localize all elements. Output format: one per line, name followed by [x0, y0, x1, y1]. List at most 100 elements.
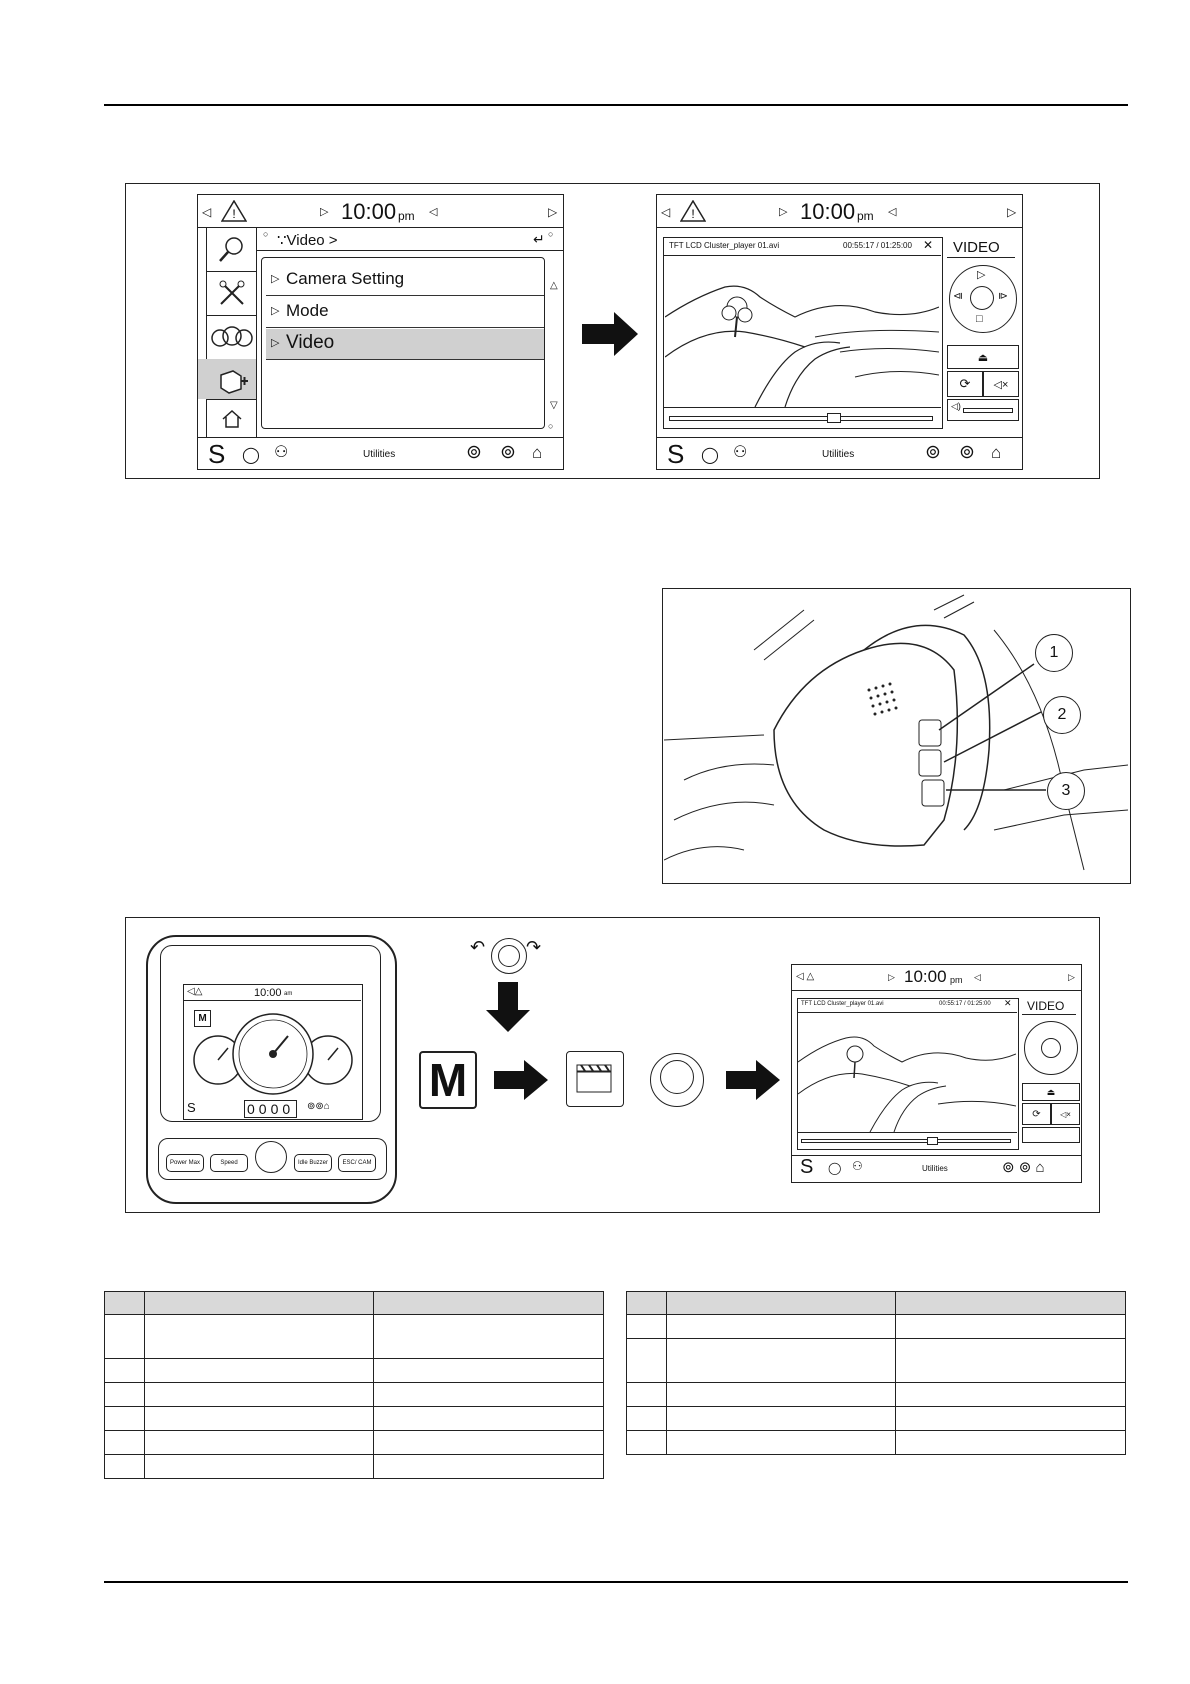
- divider: [183, 1000, 361, 1001]
- spec-table-right: [626, 1291, 1126, 1455]
- mute-button[interactable]: ◁×: [983, 371, 1019, 397]
- divider: [198, 437, 563, 438]
- tools-icon[interactable]: [207, 273, 256, 313]
- mini-s-indicator: S: [187, 1100, 196, 1115]
- clapperboard-icon: [576, 1062, 612, 1094]
- callout-1: 1: [1035, 634, 1073, 672]
- small-eject-button: ⏏: [1022, 1083, 1080, 1101]
- menu-item-mode[interactable]: ▷ Mode: [266, 297, 544, 328]
- home-icon[interactable]: [207, 401, 256, 437]
- gauges-icon[interactable]: [207, 317, 256, 357]
- volume-track: [963, 408, 1013, 413]
- footer-rule: [104, 1581, 1128, 1583]
- menu-item-label: Camera Setting: [286, 269, 405, 288]
- menu-item-video[interactable]: ▷ Video: [266, 329, 544, 360]
- scroll-up-icon[interactable]: △: [550, 280, 558, 291]
- warning-icon: !: [220, 199, 248, 223]
- playback-dial[interactable]: [949, 265, 1017, 333]
- small-video-screen: ◁ △ ▷ 10:00 pm ◁ ▷ TFT LCD Cluster_playe…: [791, 964, 1082, 1183]
- time-prev-icon[interactable]: ▷: [320, 206, 329, 218]
- small-panel-title: VIDEO: [1027, 999, 1065, 1013]
- idle-buzzer-button[interactable]: Idle Buzzer: [294, 1154, 332, 1172]
- small-time-prev-icon: ▷: [888, 972, 895, 982]
- volume-slider[interactable]: [947, 399, 1019, 421]
- cluster-bezel: [160, 945, 381, 1122]
- menu-item-camera-setting[interactable]: ▷ Camera Setting: [266, 265, 544, 296]
- scroll-down-icon[interactable]: ▽: [550, 400, 558, 411]
- small-video-frame: [797, 998, 1019, 1150]
- divider: [792, 990, 1081, 991]
- video-time: 00:55:17 / 01:25:00: [843, 241, 912, 250]
- table-row: [104, 1314, 604, 1359]
- seatbelt-icon: ⚇: [274, 444, 289, 461]
- clock-time: 10:00: [341, 199, 397, 224]
- eject-button[interactable]: ⏏: [947, 345, 1019, 369]
- speed-button[interactable]: Speed: [210, 1154, 248, 1172]
- time-next-icon[interactable]: ◁: [888, 206, 897, 218]
- divider: [256, 227, 257, 437]
- small-ampm: pm: [950, 975, 963, 985]
- time-next-icon[interactable]: ◁: [429, 206, 438, 218]
- small-dial: [1024, 1021, 1078, 1075]
- stop-icon[interactable]: □: [976, 313, 983, 325]
- left-arrow-icon[interactable]: ◁: [661, 205, 671, 219]
- video-clapper-key: [566, 1051, 624, 1107]
- mini-ampm: am: [284, 991, 293, 997]
- table-row: [104, 1382, 604, 1407]
- video-progress-handle[interactable]: [827, 413, 841, 423]
- small-video-scene: [798, 1036, 1016, 1132]
- left-arrow-icon[interactable]: ◁: [202, 205, 212, 219]
- corner-dot-icon: ○: [548, 229, 554, 239]
- utilities-icon[interactable]: [207, 359, 256, 399]
- m-key: M: [419, 1051, 477, 1109]
- arrow-icon: ▷: [271, 337, 280, 349]
- next-step-arrow-icon: [582, 312, 638, 356]
- s-indicator: S: [667, 439, 685, 469]
- cluster-button-panel: [158, 1138, 387, 1180]
- table-row: [626, 1406, 1126, 1431]
- arrow-icon: ▷: [271, 305, 280, 317]
- divider: [256, 250, 563, 251]
- table-row: [104, 1430, 604, 1455]
- esc-cam-button[interactable]: ESC/ CAM: [338, 1154, 376, 1172]
- header-rule: [104, 104, 1128, 106]
- volume-icon: ◁): [951, 401, 961, 411]
- divider: [206, 227, 207, 437]
- corner-dot-icon: ○: [548, 421, 554, 431]
- mini-odometer: 0000: [244, 1100, 298, 1118]
- divider: [797, 1012, 1017, 1013]
- small-warning-icon: ◁ △: [796, 971, 815, 982]
- jog-dial[interactable]: [255, 1141, 287, 1173]
- svg-text:!: !: [691, 207, 694, 221]
- instrument-cluster: [146, 935, 397, 1204]
- rotate-left-icon: ↶: [470, 937, 486, 957]
- divider: [198, 227, 563, 228]
- callout-2: 2: [1043, 696, 1081, 734]
- search-icon[interactable]: [207, 229, 256, 269]
- knob-press-icon: [650, 1053, 704, 1107]
- time-prev-icon[interactable]: ▷: [779, 206, 788, 218]
- console-illustration: [664, 594, 1128, 871]
- knob-inner: [498, 945, 520, 967]
- small-dial-center: [1041, 1038, 1061, 1058]
- right-arrow-icon[interactable]: ▷: [548, 205, 558, 219]
- warning-icon: !: [679, 199, 707, 223]
- right-arrow-icon[interactable]: ▷: [1007, 205, 1017, 219]
- work-light-rear-icon: ⊚: [500, 442, 516, 463]
- divider: [206, 271, 256, 272]
- power-max-button[interactable]: Power Max: [166, 1154, 204, 1172]
- small-progress-track: [801, 1139, 1011, 1143]
- back-icon[interactable]: ↵: [533, 231, 545, 247]
- small-filename: TFT LCD Cluster_player 01.avi: [801, 1001, 884, 1007]
- fast-forward-icon[interactable]: ⧐: [998, 291, 1008, 302]
- video-frame: [663, 237, 943, 429]
- close-icon[interactable]: ✕: [923, 238, 934, 252]
- repeat-button[interactable]: ⟳: [947, 371, 983, 397]
- beacon-icon: ⌂: [532, 443, 543, 462]
- work-light-icon: ⊚: [466, 442, 482, 463]
- rewind-icon[interactable]: ⧏: [953, 291, 963, 302]
- small-progress-handle: [927, 1137, 938, 1145]
- play-icon[interactable]: ▷: [977, 269, 986, 281]
- mini-gauges: [193, 1013, 353, 1095]
- video-progress-track[interactable]: [669, 416, 933, 421]
